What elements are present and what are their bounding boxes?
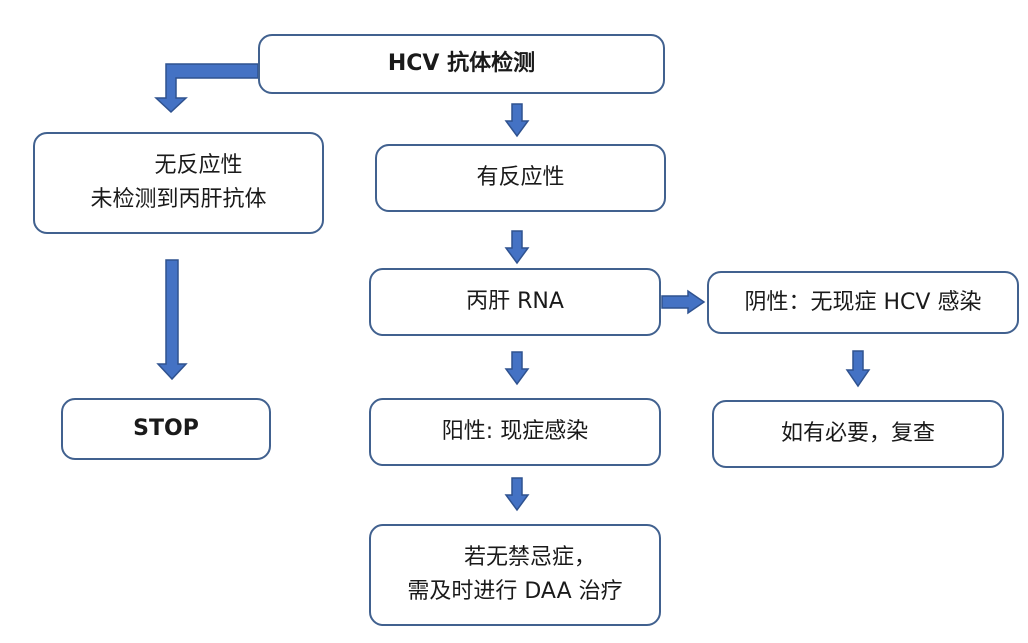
reactive-box: 有反应性: [375, 144, 666, 212]
treatment-condition: 若无禁忌症，: [463, 545, 596, 570]
stop-box: STOP: [61, 398, 271, 460]
reactive-label: 有反应性: [476, 165, 565, 190]
non-reactive-title: 无反应性: [154, 153, 243, 178]
non-reactive-detail: 未检测到丙肝抗体: [90, 187, 267, 212]
arrow-test-to-reactive: [504, 103, 530, 138]
arrow-reactive-to-rna: [504, 230, 530, 265]
arrow-rna-to-negative: [661, 289, 706, 315]
hcv-rna-label: 丙肝 RNA: [466, 289, 564, 314]
arrow-nonreactive-to-stop: [156, 259, 188, 381]
positive-result-label: 阳性: 现症感染: [441, 419, 589, 444]
negative-result-label: 阴性：无现症 HCV 感染: [744, 289, 982, 315]
treatment-action: 需及时进行 DAA 治疗: [407, 579, 623, 604]
positive-result-box: 阳性: 现症感染: [369, 398, 661, 466]
arrow-positive-to-treatment: [504, 477, 530, 512]
arrow-rna-to-positive: [504, 351, 530, 386]
retest-label: 如有必要，复查: [780, 421, 935, 446]
treatment-box: 若无禁忌症， 需及时进行 DAA 治疗: [369, 524, 661, 626]
negative-result-box: 阴性：无现症 HCV 感染: [707, 271, 1019, 334]
arrow-test-to-nonreactive: [154, 63, 259, 114]
hcv-antibody-test-box: HCV 抗体检测: [258, 34, 665, 94]
hcv-antibody-test-label: HCV 抗体检测: [387, 51, 536, 76]
stop-label: STOP: [133, 416, 199, 441]
retest-box: 如有必要，复查: [712, 400, 1004, 468]
arrow-negative-to-retest: [845, 350, 871, 388]
non-reactive-box: 无反应性 未检测到丙肝抗体: [33, 132, 324, 234]
hcv-rna-box: 丙肝 RNA: [369, 268, 661, 336]
